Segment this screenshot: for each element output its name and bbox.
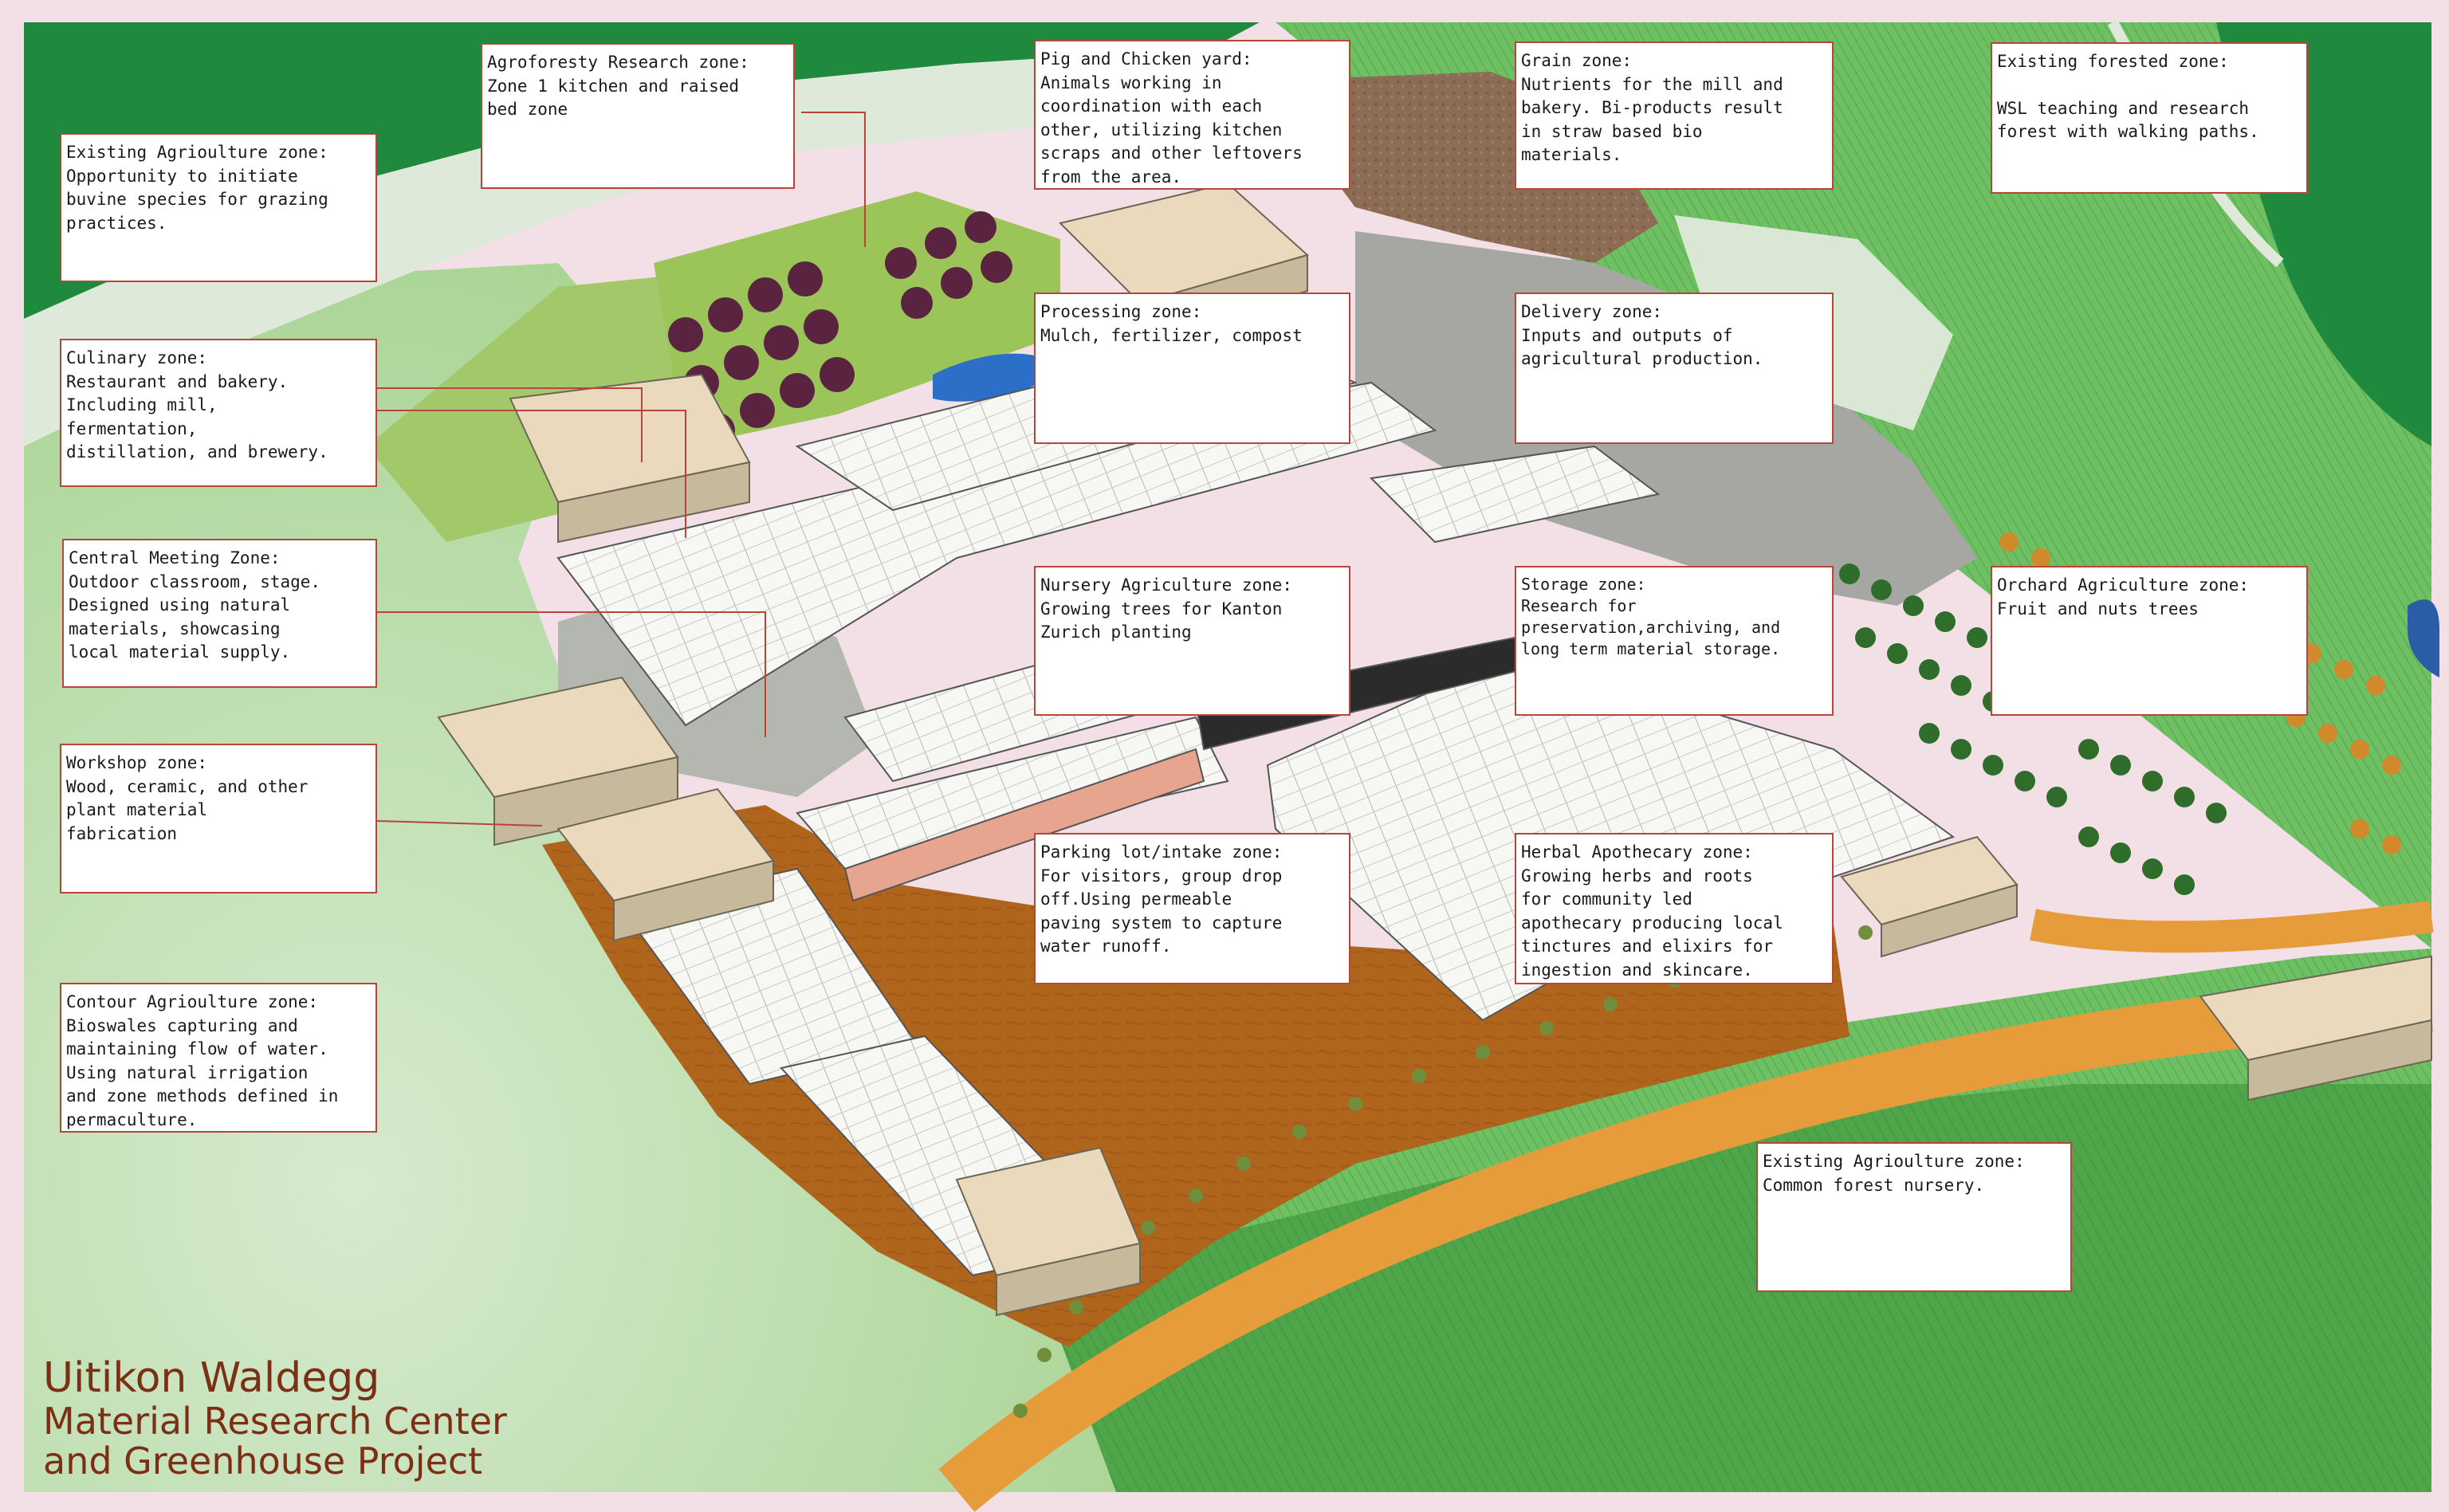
zone-title: Parking lot/intake zone: (1040, 842, 1283, 862)
zone-description: Zone 1 kitchen and raised bed zone (487, 76, 740, 120)
zone-description: Mulch, fertilizer, compost (1040, 325, 1303, 345)
project-title-line-3: and Greenhouse Project (43, 1439, 483, 1483)
zone-description: Opportunity to initiate buvine species f… (66, 166, 328, 233)
project-title-line-1: Uitikon Waldegg (43, 1354, 380, 1402)
zone-description: Restaurant and bakery. Including mill, f… (66, 371, 328, 462)
zone-label-parking-intake: Parking lot/intake zone: For visitors, g… (1034, 833, 1350, 984)
zone-title: Pig and Chicken yard: (1040, 49, 1252, 69)
zone-label-storage: Storage zone: Research for preservation,… (1515, 566, 1834, 716)
zone-title: Culinary zone: (66, 348, 208, 367)
zone-description: Nutrients for the mill and bakery. Bi-pr… (1521, 74, 1783, 165)
zone-title: Orchard Agriculture zone: (1997, 575, 2250, 595)
zone-label-nursery: Nursery Agriculture zone: Growing trees … (1034, 566, 1350, 716)
agroforestry-trees (668, 211, 1012, 448)
zone-label-processing: Processing zone: Mulch, fertilizer, comp… (1034, 293, 1350, 444)
zone-description: Growing herbs and roots for community le… (1521, 866, 1783, 980)
project-title-line-2: Material Research Center (43, 1400, 507, 1443)
leader-lines (376, 112, 866, 827)
zone-label-pig-chicken: Pig and Chicken yard: Animals working in… (1034, 40, 1350, 190)
zone-description: Wood, ceramic, and other plant material … (66, 776, 309, 843)
zone-title: Delivery zone: (1521, 302, 1663, 321)
zone-description: WSL teaching and research forest with wa… (1997, 98, 2259, 142)
zone-label-herbal-apothecary: Herbal Apothecary zone: Growing herbs an… (1515, 833, 1834, 984)
zone-label-culinary: Culinary zone: Restaurant and bakery. In… (60, 339, 377, 487)
zone-title: Herbal Apothecary zone: (1521, 842, 1753, 862)
zone-title: Contour Agrioulture zone: (66, 992, 319, 1011)
zone-title: Agroforesty Research zone: (487, 53, 749, 72)
zone-label-existing-agriculture-nursery: Existing Agrioulture zone: Common forest… (1756, 1142, 2072, 1292)
zone-description: Growing trees for Kanton Zurich planting (1040, 599, 1283, 642)
buildings (437, 182, 2432, 1317)
zone-title: Nursery Agriculture zone: (1040, 575, 1293, 595)
zone-label-workshop: Workshop zone: Wood, ceramic, and other … (60, 744, 377, 893)
zone-label-existing-forested: Existing forested zone: WSL teaching and… (1991, 42, 2308, 194)
zone-description: Common forest nursery. (1763, 1175, 1985, 1195)
zone-title: Grain zone: (1521, 51, 1633, 70)
zone-description: Fruit and nuts trees (1997, 599, 2199, 619)
zone-description: Bioswales capturing and maintaining flow… (66, 1015, 339, 1129)
terrain (24, 19, 2439, 1512)
zone-label-contour-agriculture: Contour Agrioulture zone: Bioswales capt… (60, 983, 377, 1133)
zone-label-existing-agriculture-grazing: Existing Agrioulture zone: Opportunity t… (60, 133, 377, 282)
zone-description: Outdoor classroom, stage. Designed using… (69, 571, 321, 662)
zone-label-grain: Grain zone: Nutrients for the mill and b… (1515, 41, 1834, 190)
zone-title: Existing Agrioulture zone: (66, 143, 328, 162)
zone-description: For visitors, group drop off.Using perme… (1040, 866, 1283, 956)
zone-label-central-meeting: Central Meeting Zone: Outdoor classroom,… (62, 539, 377, 688)
zone-title: Workshop zone: (66, 753, 208, 772)
zone-label-orchard: Orchard Agriculture zone: Fruit and nuts… (1991, 566, 2308, 716)
zone-title: Central Meeting Zone: (69, 548, 281, 567)
zone-label-agroforestry: Agroforesty Research zone: Zone 1 kitche… (481, 43, 795, 189)
zone-title: Processing zone: (1040, 302, 1202, 321)
zone-title: Existing Agrioulture zone: (1763, 1152, 2025, 1171)
zone-description: Research for preservation,archiving, and… (1521, 596, 1781, 658)
zone-label-delivery: Delivery zone: Inputs and outputs of agr… (1515, 293, 1834, 444)
project-title: Uitikon Waldegg Material Research Center… (43, 1355, 507, 1481)
zone-title: Existing forested zone: (1997, 52, 2229, 71)
zone-title: Storage zone: (1521, 575, 1646, 594)
zone-description: Inputs and outputs of agricultural produ… (1521, 325, 1763, 369)
zone-description: Animals working in coordination with eac… (1040, 73, 1303, 187)
